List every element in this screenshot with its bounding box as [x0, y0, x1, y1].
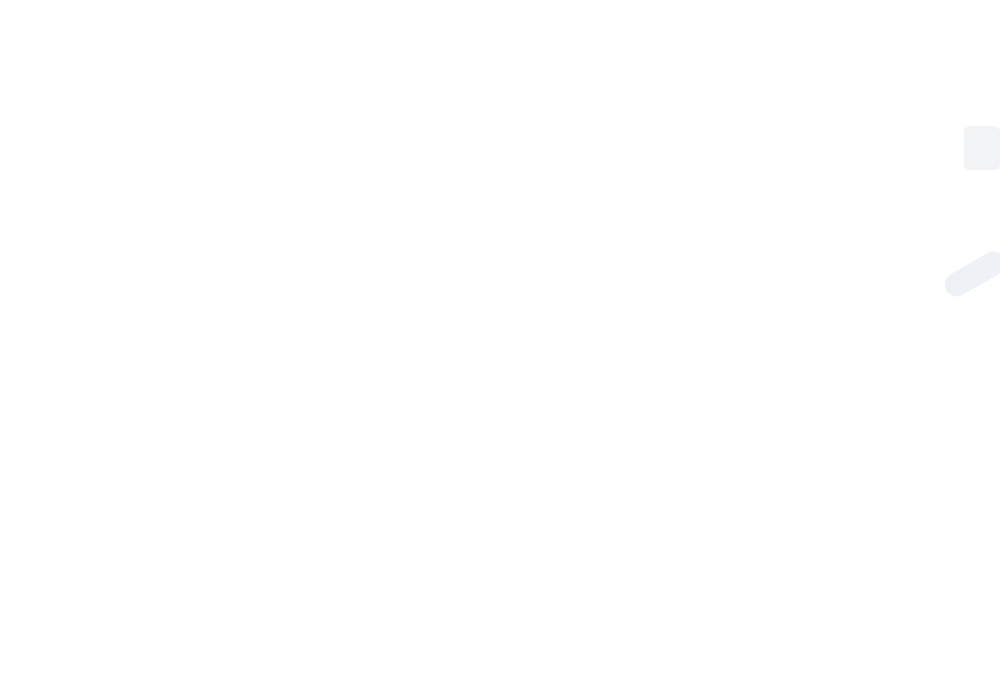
faint-decorative-shape [964, 126, 1000, 170]
faint-decorative-shape [940, 247, 1000, 301]
